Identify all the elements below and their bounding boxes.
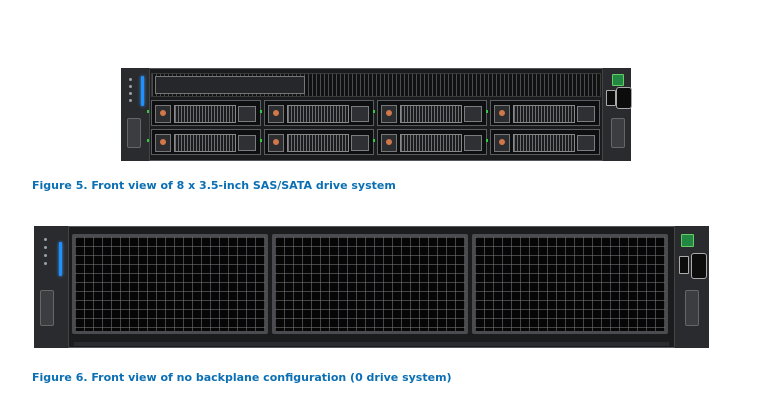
drive-tab (464, 106, 482, 122)
rack-handle-icon[interactable] (40, 290, 54, 326)
drive-latch-icon[interactable] (268, 105, 284, 123)
figure-5-caption: Figure 5. Front view of 8 x 3.5-inch SAS… (32, 179, 396, 192)
led-indicator-icon (129, 92, 132, 95)
drive-activity-led (147, 110, 149, 113)
power-button-icon[interactable] (681, 234, 694, 247)
drive-activity-led (373, 139, 375, 142)
drive-latch-icon[interactable] (268, 134, 284, 152)
bezel-panel-left (72, 234, 268, 334)
drive-tab (577, 106, 595, 122)
right-control-panel (602, 68, 632, 161)
drive-latch-icon[interactable] (155, 105, 171, 123)
led-indicator-icon (44, 246, 47, 249)
drive-tab (351, 106, 369, 122)
drive-bay-7[interactable] (486, 129, 600, 155)
drive-bay-4[interactable] (373, 100, 487, 126)
drive-activity-led (147, 139, 149, 142)
system-health-led (59, 242, 62, 276)
drive-bay-3[interactable] (260, 129, 374, 155)
drive-bay-0[interactable] (147, 100, 261, 126)
drive-activity-led (260, 110, 262, 113)
led-indicator-icon (44, 262, 47, 265)
bezel-panel-center (272, 234, 468, 334)
drive-grill (513, 105, 575, 123)
drive-tab (238, 106, 256, 122)
drive-activity-led (486, 139, 488, 142)
drive-bay-2[interactable] (260, 100, 374, 126)
system-health-led (141, 76, 144, 106)
drive-grill (174, 105, 236, 123)
led-indicator-icon (129, 99, 132, 102)
rack-handle-icon[interactable] (685, 290, 699, 326)
drive-tab (238, 135, 256, 151)
drive-grill (513, 134, 575, 152)
drive-latch-icon[interactable] (494, 134, 510, 152)
drive-bay-6[interactable] (486, 100, 600, 126)
power-button-icon[interactable] (612, 74, 624, 86)
drive-latch-icon[interactable] (494, 105, 510, 123)
drive-grill (400, 105, 462, 123)
drive-bay-5[interactable] (373, 129, 487, 155)
led-indicator-icon (129, 78, 132, 81)
drive-tab (464, 135, 482, 151)
drive-latch-icon[interactable] (155, 134, 171, 152)
drive-grill (287, 105, 349, 123)
optical-drive-slot (155, 76, 305, 94)
drive-bay-1[interactable] (147, 129, 261, 155)
drive-tab (577, 135, 595, 151)
usb-port-icon[interactable] (606, 90, 616, 106)
drive-tab (351, 135, 369, 151)
drive-activity-led (486, 110, 488, 113)
bezel-panel-right (472, 234, 668, 334)
drive-latch-icon[interactable] (381, 134, 397, 152)
bottom-trim (74, 342, 669, 346)
server-no-backplane-front-view (34, 226, 709, 348)
drive-grill (174, 134, 236, 152)
drive-activity-led (373, 110, 375, 113)
led-indicator-icon (44, 254, 47, 257)
vga-port-icon[interactable] (616, 87, 632, 109)
right-control-panel (674, 226, 709, 348)
led-indicator-icon (44, 238, 47, 241)
vga-port-icon[interactable] (691, 253, 707, 279)
drive-grill (400, 134, 462, 152)
left-control-panel (121, 68, 150, 161)
server-8-drive-front-view (121, 68, 632, 161)
rack-handle-icon[interactable] (611, 118, 625, 148)
usb-port-icon[interactable] (679, 256, 689, 274)
left-control-panel (34, 226, 69, 348)
rack-handle-icon[interactable] (127, 118, 141, 148)
drive-activity-led (260, 139, 262, 142)
drive-latch-icon[interactable] (381, 105, 397, 123)
drive-grill (287, 134, 349, 152)
figure-6-caption: Figure 6. Front view of no backplane con… (32, 371, 452, 384)
led-indicator-icon (129, 85, 132, 88)
